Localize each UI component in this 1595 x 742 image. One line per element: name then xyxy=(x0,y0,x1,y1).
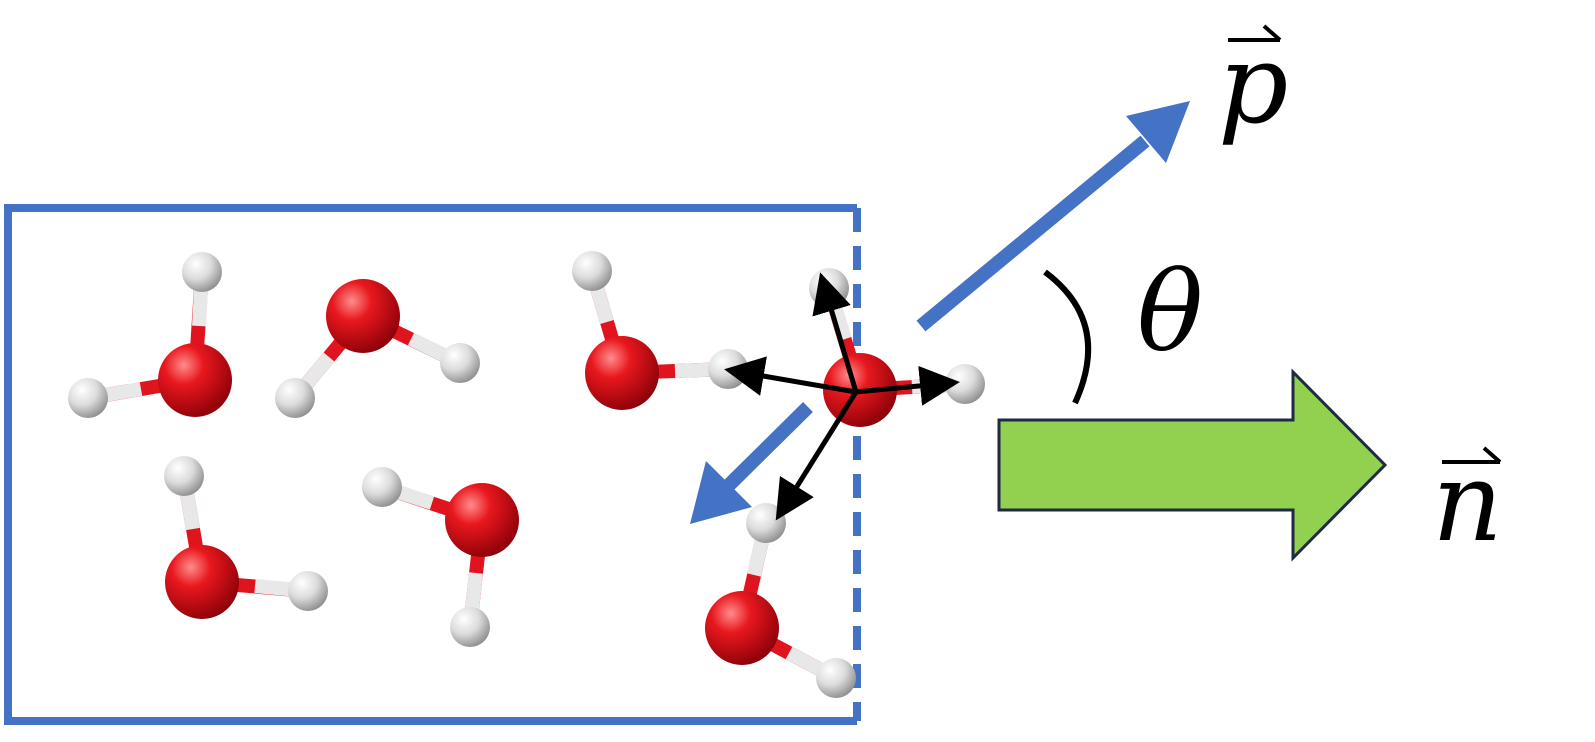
box-solid-border xyxy=(4,204,857,725)
normal-symbol: n xyxy=(1432,438,1503,566)
oxygen-atom xyxy=(165,545,239,619)
momentum-label: p xyxy=(1218,20,1288,148)
simulation-box xyxy=(4,204,861,725)
normal-label: n xyxy=(1432,438,1503,566)
hydrogen-atom xyxy=(572,251,612,291)
water-molecule xyxy=(362,467,519,647)
angle-arc xyxy=(1043,269,1092,405)
water-molecule xyxy=(68,252,232,418)
water-molecule xyxy=(275,279,480,418)
force-arrow xyxy=(855,365,960,406)
hydrogen-atom xyxy=(68,378,108,418)
water-molecule xyxy=(705,503,856,698)
water-molecule xyxy=(572,251,748,410)
normal-vector-arrow xyxy=(997,368,1388,562)
water-molecule xyxy=(164,456,328,619)
oxygen-atom xyxy=(445,483,519,557)
hydrogen-atom xyxy=(182,252,222,292)
force-arrows xyxy=(724,272,960,521)
oxygen-atom xyxy=(326,279,400,353)
hydrogen-atom xyxy=(164,456,204,496)
hydrogen-atom xyxy=(275,378,315,418)
inward-vector-arrow xyxy=(690,402,813,524)
angle-symbol: θ xyxy=(1137,248,1203,376)
oxygen-atom xyxy=(705,591,779,665)
hydrogen-atom xyxy=(450,607,490,647)
hydrogen-atom xyxy=(440,343,480,383)
force-arrow xyxy=(724,356,857,396)
oxygen-atom xyxy=(585,336,659,410)
hydrogen-atom xyxy=(288,571,328,611)
hydrogen-atom xyxy=(362,467,402,507)
hydrogen-atom xyxy=(816,658,856,698)
oxygen-atom xyxy=(158,343,232,417)
force-arrow xyxy=(812,272,859,393)
hydrogen-atom xyxy=(708,349,748,389)
hydrogen-atom xyxy=(945,364,985,404)
momentum-vector-arrow xyxy=(916,101,1190,332)
force-arrow xyxy=(775,390,859,521)
water-molecules xyxy=(68,251,985,698)
